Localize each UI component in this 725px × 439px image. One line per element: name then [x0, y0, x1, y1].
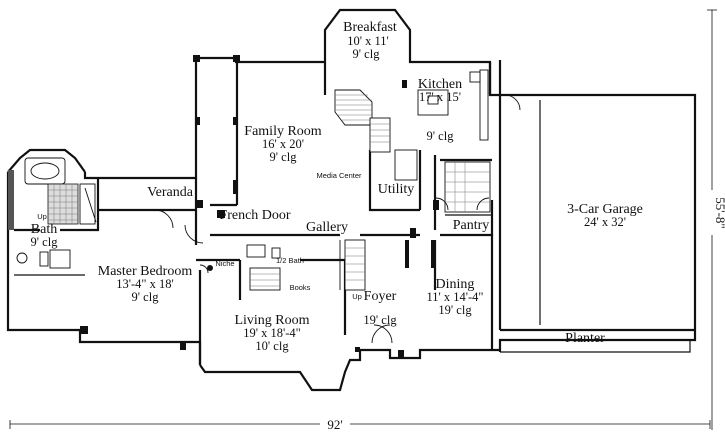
garage-label: 3-Car Garage [567, 202, 643, 217]
kitchen-fixtures [334, 69, 491, 213]
utility-label: Utility [378, 182, 415, 197]
master-bedroom-ceiling: 9' clg [132, 290, 160, 304]
dining-ceiling: 19' clg [438, 303, 472, 317]
breakfast-size: 10' x 11' [347, 34, 389, 48]
niche-label: Niche [215, 259, 234, 268]
interior-walls [14, 62, 541, 365]
overall-depth-label: 55'-8" [713, 197, 725, 228]
planter-label: Planter [565, 331, 605, 346]
overall-width-label: 92' [327, 417, 342, 432]
breakfast-label: Breakfast [343, 20, 397, 35]
living-room-ceiling: 10' clg [255, 339, 289, 353]
family-room-size: 16' x 20' [262, 137, 304, 151]
bath-label: Bath [31, 222, 57, 237]
pantry-label: Pantry [453, 218, 490, 233]
bath-bay [8, 157, 97, 269]
master-bedroom-size: 13'-4" x 18' [116, 277, 174, 291]
media-center-label: Media Center [316, 171, 362, 180]
master-bedroom-label: Master Bedroom [98, 264, 193, 279]
breakfast-ceiling: 9' clg [353, 47, 381, 61]
books-label: Books [290, 283, 311, 292]
room-labels: Breakfast 10' x 11' 9' clg Kitchen 17' x… [31, 20, 643, 353]
foyer-label: Foyer [364, 289, 397, 304]
gallery-fixtures [199, 239, 366, 291]
garage-size: 24' x 32' [584, 215, 626, 229]
dimension-lines [9, 9, 717, 430]
dining-size: 11' x 14'-4" [426, 290, 483, 304]
door-swings [154, 94, 521, 344]
kitchen-label: Kitchen [418, 77, 462, 92]
gallery-label: Gallery [306, 220, 348, 235]
family-room-ceiling: 9' clg [270, 150, 298, 164]
foyer-up-label: Up [352, 292, 362, 301]
veranda-label: Veranda [147, 185, 194, 200]
half-bath-label: 1/2 Bath [276, 256, 304, 265]
kitchen-ceiling: 9' clg [427, 129, 455, 143]
family-room-label: Family Room [244, 124, 322, 139]
living-room-size: 19' x 18'-4" [243, 326, 301, 340]
bath-up-label: Up [37, 212, 47, 221]
bath-ceiling: 9' clg [31, 235, 59, 249]
foyer-ceiling: 19' clg [363, 313, 397, 327]
french-door-label: French Door [219, 208, 290, 223]
dining-label: Dining [436, 277, 475, 292]
kitchen-size: 17' x 15' [419, 90, 461, 104]
living-room-label: Living Room [234, 313, 309, 328]
